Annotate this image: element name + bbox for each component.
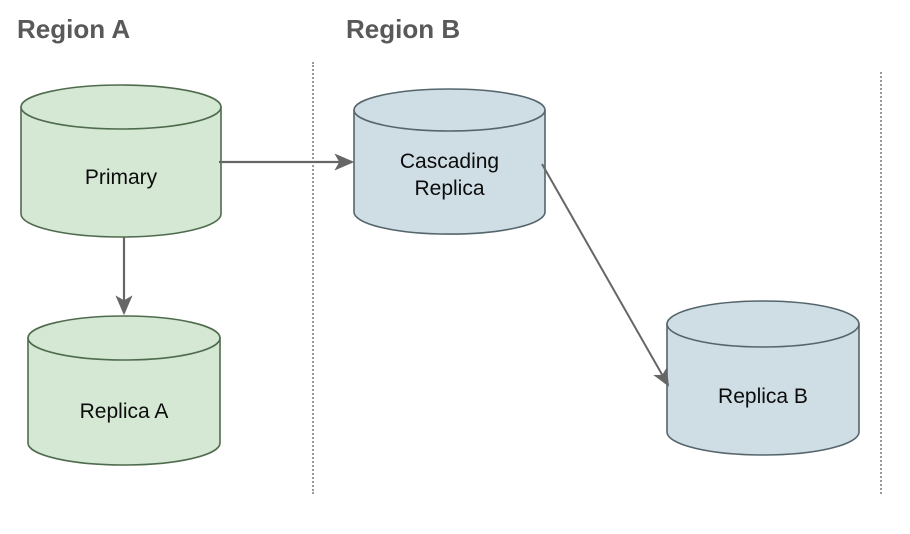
region-divider-left <box>312 62 314 494</box>
cylinder-top <box>666 300 860 348</box>
cylinder-body <box>666 323 860 456</box>
cylinder-top <box>27 315 221 361</box>
region-divider-right <box>880 72 882 494</box>
node-replica-b[interactable]: Replica B <box>666 300 860 457</box>
node-replica-a[interactable]: Replica A <box>27 315 221 466</box>
node-primary[interactable]: Primary <box>20 84 222 238</box>
region-b-title: Region B <box>346 14 461 44</box>
cylinder-body <box>20 106 222 238</box>
cylinder-top <box>353 88 546 132</box>
node-cascading-replica[interactable]: Cascading Replica <box>353 88 546 235</box>
cylinder-top <box>20 84 222 130</box>
cylinder-body <box>27 337 221 466</box>
edge-cascading-to-replica-b <box>541 163 669 387</box>
cylinder-body <box>353 109 546 235</box>
region-a-title: Region A <box>17 14 131 44</box>
